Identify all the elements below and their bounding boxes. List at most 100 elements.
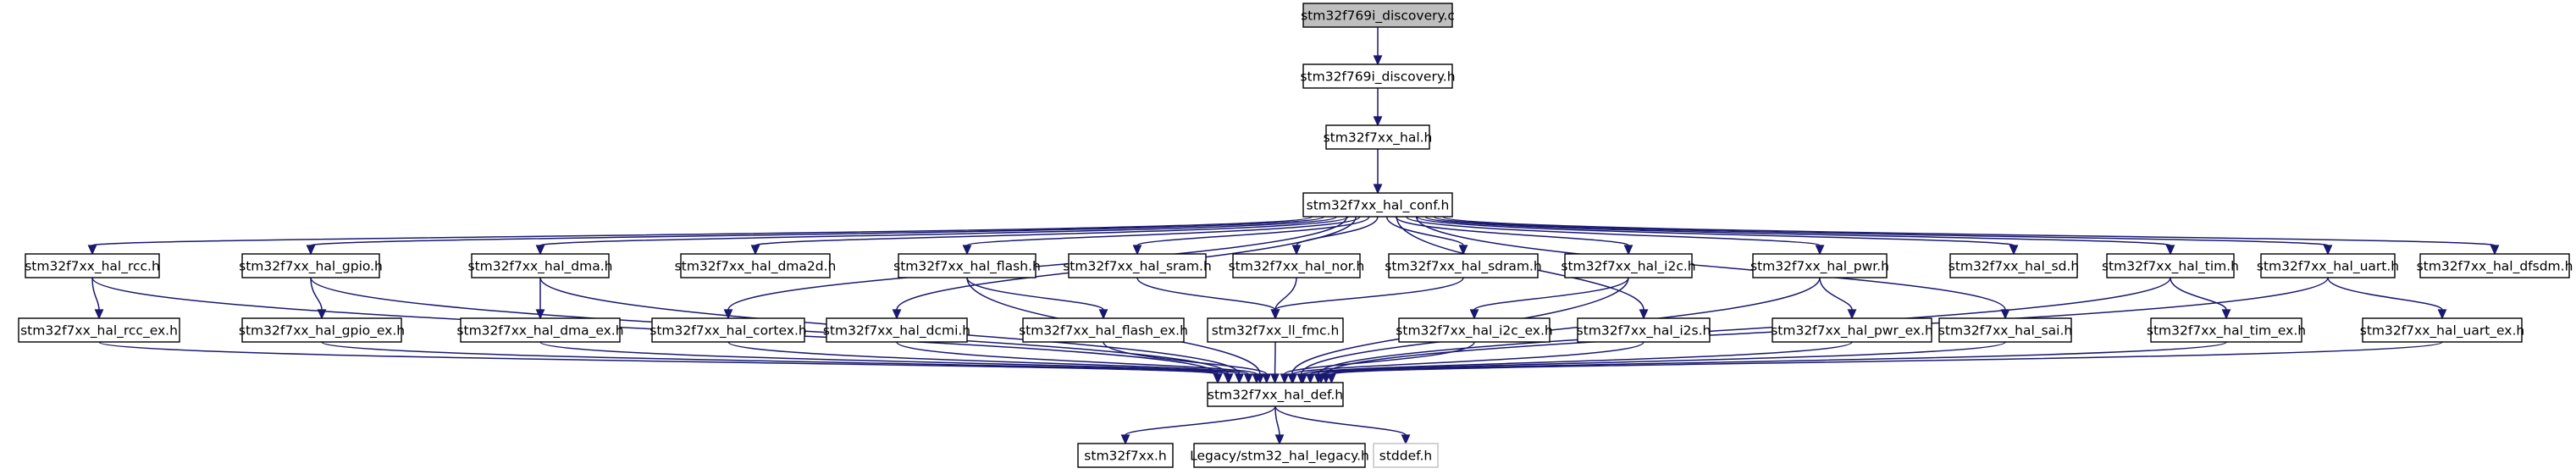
edge-stm32f7xx-hal-nor-h-to-stm32f7xx-ll-fmc-h bbox=[1274, 277, 1297, 311]
node-stm32f7xx-hal-i2s-h[interactable]: stm32f7xx_hal_i2s.h bbox=[1577, 317, 1711, 343]
node-stm32f7xx-hal-sd-h[interactable]: stm32f7xx_hal_sd.h bbox=[1949, 253, 2079, 278]
edge-stm32f7xx-hal-conf-h-to-stm32f7xx-hal-rcc-h bbox=[91, 216, 1313, 246]
node-stm32f7xx-hal-gpio-h[interactable]: stm32f7xx_hal_gpio.h bbox=[239, 253, 383, 278]
node-stm32f7xx-hal-flash-h[interactable]: stm32f7xx_hal_flash.h bbox=[893, 253, 1041, 278]
edge-stm32f7xx-hal-conf-h-to-stm32f7xx-hal-nor-h bbox=[1296, 216, 1379, 246]
node-stm32f769i-discovery-h[interactable]: stm32f769i_discovery.h bbox=[1300, 63, 1456, 89]
edge-stm32f7xx-hal-conf-h-to-stm32f7xx-hal-i2c-h bbox=[1395, 216, 1629, 246]
edge-arrowhead bbox=[94, 309, 104, 320]
node-label: stm32f7xx_hal_cortex.h bbox=[650, 323, 806, 339]
node-stm32f7xx-hal-pwr-h[interactable]: stm32f7xx_hal_pwr.h bbox=[1750, 253, 1889, 278]
node-label: stm32f7xx_hal_i2c.h bbox=[1561, 259, 1695, 275]
edge-arrowhead bbox=[1224, 373, 1234, 384]
node-stm32f769i-discovery-c[interactable]: stm32f769i_discovery.c bbox=[1301, 3, 1455, 28]
edge-stm32f7xx-hal-conf-h-to-stm32f7xx-hal-dfsdm-h bbox=[1442, 216, 2496, 246]
edge-arrowhead bbox=[1255, 373, 1265, 384]
edge-arrowhead bbox=[535, 309, 545, 320]
node-stm32f7xx-hal-dfsdm-h[interactable]: stm32f7xx_hal_dfsdm.h bbox=[2417, 253, 2573, 278]
node-stm32f7xx-hal-def-h[interactable]: stm32f7xx_hal_def.h bbox=[1207, 382, 1344, 407]
node-stm32f7xx-hal-rcc-ex-h[interactable]: stm32f7xx_hal_rcc_ex.h bbox=[18, 317, 180, 343]
node-stm32f7xx-hal-sdram-h[interactable]: stm32f7xx_hal_sdram.h bbox=[1385, 253, 1542, 278]
edge-arrowhead bbox=[1288, 373, 1298, 384]
node-stm32f7xx-hal-dma-ex-h[interactable]: stm32f7xx_hal_dma_ex.h bbox=[456, 317, 624, 343]
node-box bbox=[1207, 382, 1344, 407]
node-stm32f7xx-hal-gpio-ex-h[interactable]: stm32f7xx_hal_gpio_ex.h bbox=[239, 317, 405, 343]
edge-arrowhead bbox=[1847, 309, 1857, 320]
edge-stm32f7xx-hal-conf-h-to-stm32f7xx-hal-sai-h bbox=[1415, 216, 2006, 311]
node-box bbox=[898, 253, 1036, 278]
edge-arrowhead bbox=[750, 245, 760, 256]
node-label: stm32f7xx_hal_sram.h bbox=[1063, 259, 1212, 275]
node-stm32f7xx-h[interactable]: stm32f7xx.h bbox=[1077, 443, 1174, 468]
edge-arrowhead bbox=[892, 309, 902, 320]
edge-stm32f7xx-hal-gpio-ex-h-to-stm32f7xx-hal-def-h bbox=[321, 341, 1230, 375]
node-legacy-stm32-hal-legacy-h[interactable]: Legacy/stm32_hal_legacy.h bbox=[1190, 443, 1369, 468]
edge-arrowhead bbox=[1298, 373, 1308, 384]
node-label: stm32f7xx_hal_tim_ex.h bbox=[2147, 323, 2306, 339]
node-box bbox=[2106, 253, 2235, 278]
edge-stm32f7xx-hal-cortex-h-to-stm32f7xx-hal-def-h bbox=[727, 341, 1249, 375]
edge-stm32f7xx-hal-pwr-ex-h-to-stm32f7xx-hal-def-h bbox=[1302, 341, 1853, 375]
edge-arrowhead bbox=[1326, 373, 1336, 384]
edge-stm32f7xx-hal-def-h-to-legacy-stm32-hal-legacy-h bbox=[1274, 405, 1280, 436]
node-stm32f7xx-hal-pwr-ex-h[interactable]: stm32f7xx_hal_pwr_ex.h bbox=[1771, 317, 1933, 343]
node-box bbox=[1232, 253, 1361, 278]
edge-arrowhead bbox=[2323, 245, 2333, 256]
edge-arrowhead bbox=[1373, 116, 1383, 127]
edge-arrowhead bbox=[1401, 434, 1411, 445]
node-stm32f7xx-hal-sram-h[interactable]: stm32f7xx_hal_sram.h bbox=[1063, 253, 1212, 278]
node-stm32f7xx-hal-rcc-h[interactable]: stm32f7xx_hal_rcc.h bbox=[25, 253, 160, 278]
node-stm32f7xx-hal-nor-h[interactable]: stm32f7xx_hal_nor.h bbox=[1229, 253, 1365, 278]
node-box bbox=[1193, 443, 1366, 468]
edge-arrowhead bbox=[87, 245, 97, 256]
graph-nodes: stm32f769i_discovery.c stm32f769i_discove… bbox=[18, 3, 2573, 468]
node-label: stm32f769i_discovery.c bbox=[1301, 8, 1455, 25]
node-stm32f7xx-hal-cortex-h[interactable]: stm32f7xx_hal_cortex.h bbox=[650, 317, 807, 343]
node-stm32f7xx-hal-uart-h[interactable]: stm32f7xx_hal_uart.h bbox=[2257, 253, 2399, 278]
edge-arrowhead bbox=[2221, 309, 2231, 320]
node-stm32f7xx-hal-h[interactable]: stm32f7xx_hal.h bbox=[1324, 124, 1433, 150]
edge-stm32f7xx-hal-i2s-h-to-stm32f7xx-hal-def-h bbox=[1291, 341, 1645, 375]
node-stm32f7xx-ll-fmc-h[interactable]: stm32f7xx_ll_fmc.h bbox=[1207, 317, 1344, 343]
edge-stm32f7xx-hal-conf-h-to-stm32f7xx-hal-flash-h bbox=[966, 216, 1361, 246]
node-box bbox=[25, 253, 160, 278]
edge-arrowhead bbox=[1291, 245, 1302, 256]
node-stm32f7xx-hal-flash-ex-h[interactable]: stm32f7xx_hal_flash_ex.h bbox=[1019, 317, 1188, 343]
node-stm32f7xx-hal-tim-h[interactable]: stm32f7xx_hal_tim.h bbox=[2102, 253, 2239, 278]
node-stm32f7xx-hal-dma2d-h[interactable]: stm32f7xx_hal_dma2d.h bbox=[675, 253, 837, 278]
node-label: stm32f7xx_hal_dma2d.h bbox=[675, 259, 837, 275]
edge-arrowhead bbox=[1235, 373, 1244, 384]
edge-arrowhead bbox=[1305, 373, 1315, 384]
node-stm32f7xx-hal-tim-ex-h[interactable]: stm32f7xx_hal_tim_ex.h bbox=[2147, 317, 2306, 343]
node-label: stm32f7xx_hal_gpio.h bbox=[239, 259, 383, 275]
edge-arrowhead bbox=[723, 309, 733, 320]
edge-arrowhead bbox=[1270, 373, 1280, 384]
node-stm32f7xx-hal-conf-h[interactable]: stm32f7xx_hal_conf.h bbox=[1302, 192, 1453, 218]
node-label: stm32f7xx_hal_sai.h bbox=[1938, 323, 2072, 339]
node-stm32f7xx-hal-dcmi-h[interactable]: stm32f7xx_hal_dcmi.h bbox=[823, 317, 970, 343]
node-box bbox=[680, 253, 831, 278]
edge-arrowhead bbox=[1469, 309, 1479, 320]
node-label: stm32f7xx_hal_i2s.h bbox=[1577, 323, 1711, 339]
node-stddef-h[interactable]: stddef.h bbox=[1373, 443, 1439, 468]
edge-stm32f7xx-hal-flash-h-to-stm32f7xx-hal-flash-ex-h bbox=[966, 277, 1104, 311]
node-stm32f7xx-hal-uart-ex-h[interactable]: stm32f7xx_hal_uart_ex.h bbox=[2360, 317, 2524, 343]
edge-arrowhead bbox=[1373, 184, 1383, 195]
node-stm32f7xx-hal-i2c-h[interactable]: stm32f7xx_hal_i2c.h bbox=[1561, 253, 1696, 278]
edge-stm32f7xx-hal-sdram-h-to-stm32f7xx-ll-fmc-h bbox=[1274, 277, 1464, 311]
node-stm32f7xx-hal-i2c-ex-h[interactable]: stm32f7xx_hal_i2c_ex.h bbox=[1396, 317, 1553, 343]
edge-arrowhead bbox=[1321, 373, 1331, 384]
node-box bbox=[2260, 253, 2396, 278]
node-box bbox=[1398, 317, 1551, 343]
node-label: stm32f7xx_hal_dcmi.h bbox=[823, 323, 970, 339]
node-box bbox=[1564, 253, 1693, 278]
node-box bbox=[1068, 253, 1207, 278]
edge-arrowhead bbox=[1132, 245, 1142, 256]
node-label: stm32f7xx_hal_flash_ex.h bbox=[1019, 323, 1188, 339]
node-label: stm32f7xx_hal_flash.h bbox=[893, 259, 1041, 275]
node-stm32f7xx-hal-dma-h[interactable]: stm32f7xx_hal_dma.h bbox=[468, 253, 613, 278]
edge-stm32f7xx-hal-conf-h-to-stm32f7xx-hal-tim-h bbox=[1424, 216, 2171, 246]
node-box bbox=[1325, 124, 1430, 150]
node-stm32f7xx-hal-sai-h[interactable]: stm32f7xx_hal_sai.h bbox=[1938, 317, 2072, 343]
node-box bbox=[2419, 253, 2570, 278]
